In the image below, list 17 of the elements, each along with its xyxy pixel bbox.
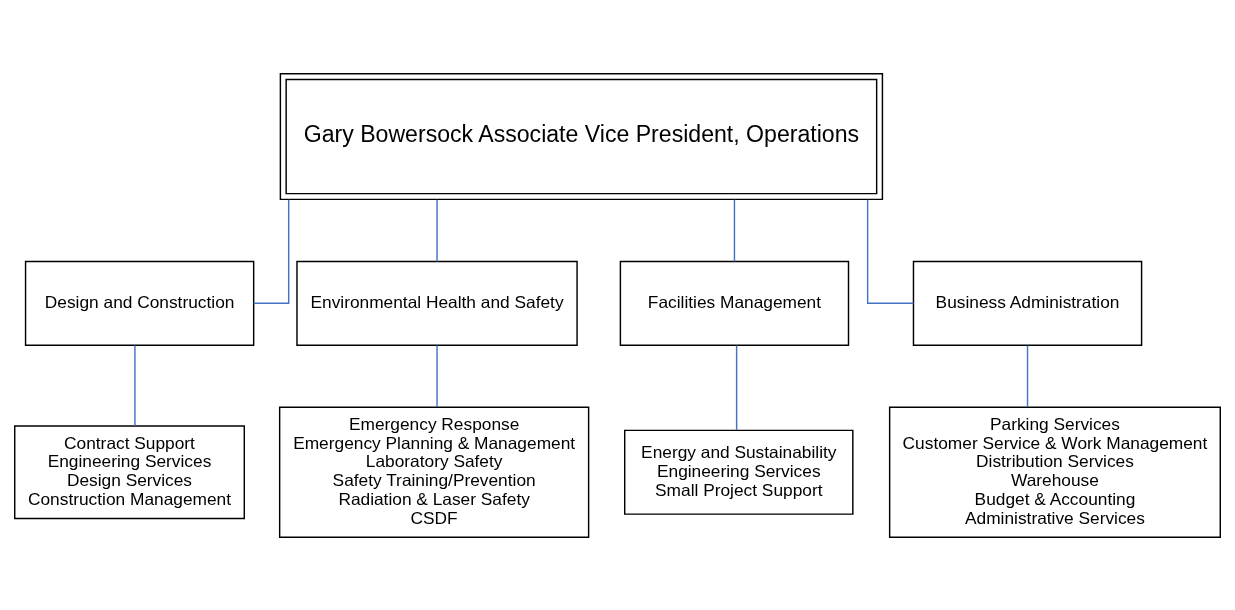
node-box: Facilities Management [619, 260, 850, 346]
connector [134, 344, 136, 427]
node-box: Contract Support Engineering Services Design Services Construction Management [14, 424, 245, 519]
node-box: Parking Services Customer Service & Work Management Distribution Services Warehouse Budget & Accounting Administrative Services [888, 406, 1221, 538]
node-box: Energy and Sustainability Engineering Services Small Project Support [624, 429, 854, 515]
connector [733, 198, 736, 262]
connector [253, 198, 290, 304]
connector [436, 198, 438, 262]
node-box: Environmental Health and Safety [296, 260, 578, 346]
connector [1026, 344, 1029, 408]
connector [436, 344, 438, 408]
node-box: Emergency Response Emergency Planning & Management Laboratory Safety Safety Training/Prevention Radiation & Laser Safety CSDF [278, 406, 590, 538]
node-box: Business Administration [912, 260, 1143, 346]
connector [866, 198, 915, 304]
node-box: Design and Construction [24, 260, 255, 346]
connector [735, 344, 738, 431]
node-box: Gary Bowersock Associate Vice President, Operations [279, 72, 884, 200]
